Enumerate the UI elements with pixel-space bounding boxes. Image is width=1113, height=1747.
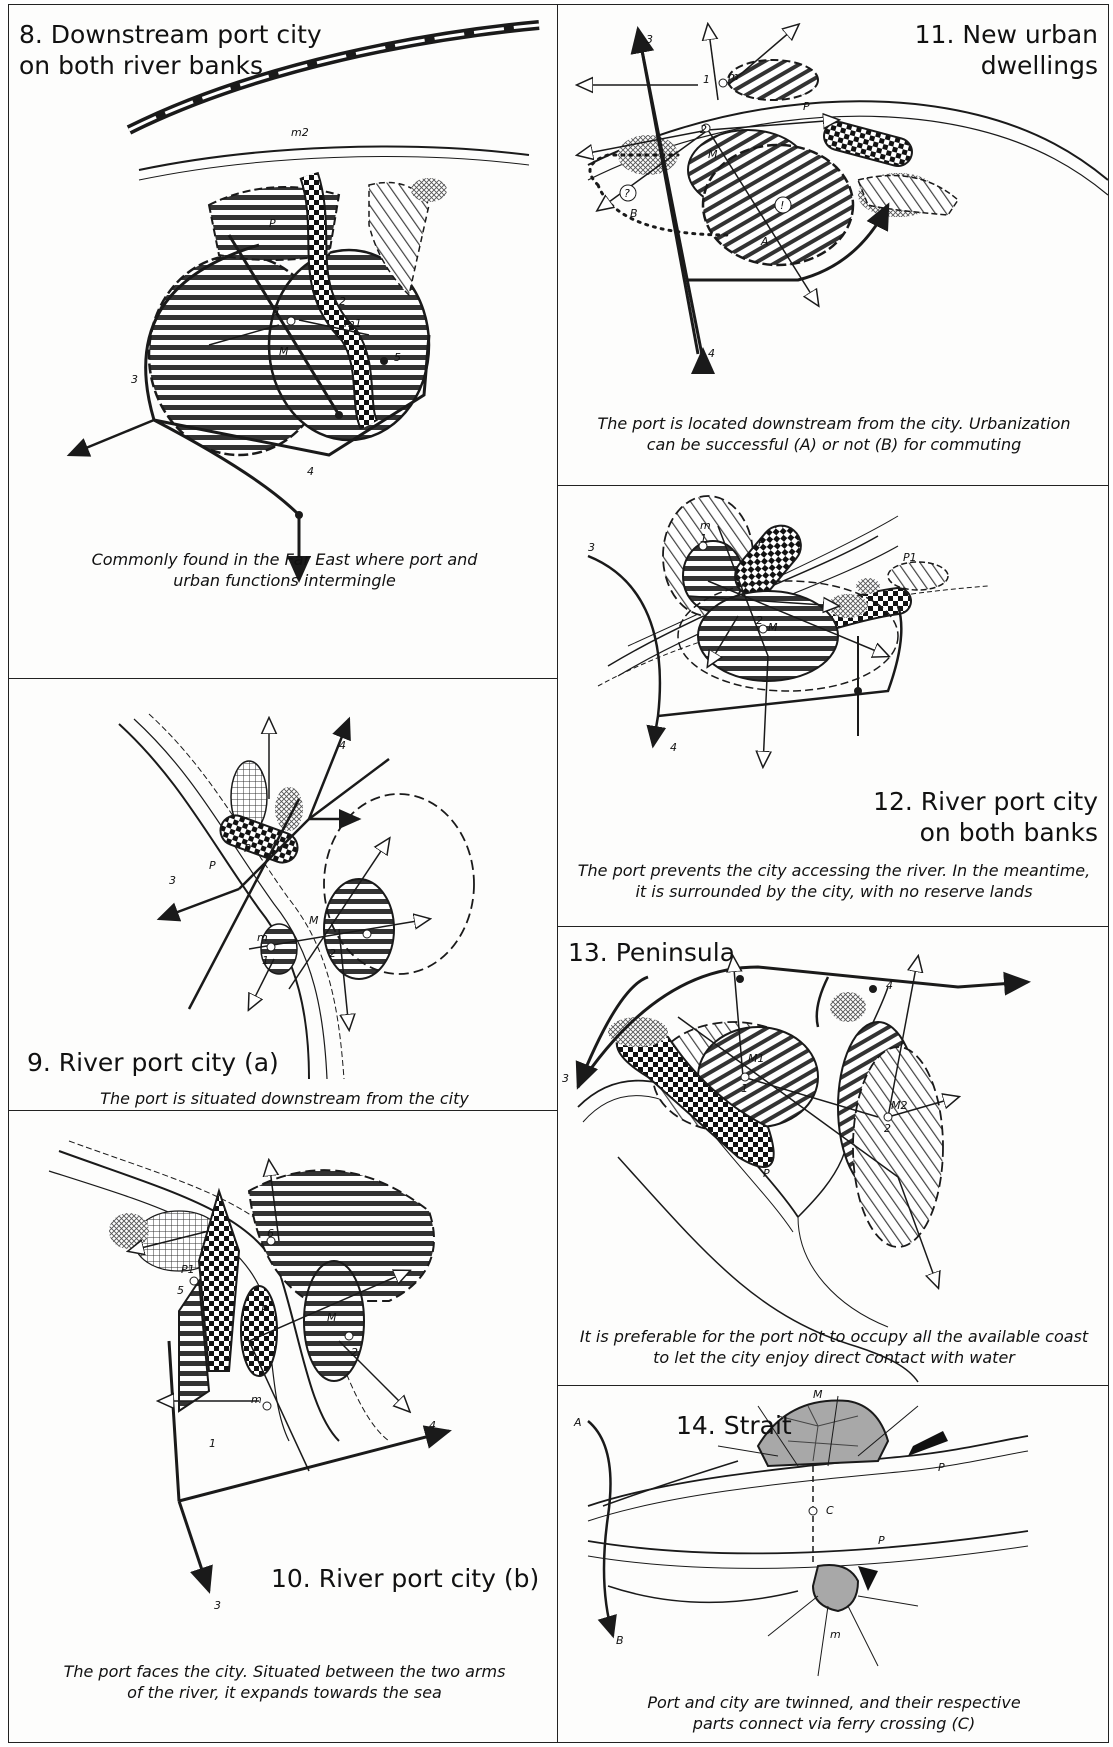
panel-title: 9. River port city (a) <box>27 1047 279 1078</box>
label-6: 6 <box>267 1227 274 1240</box>
label-question: ? <box>624 187 630 200</box>
label-m: M <box>309 914 319 927</box>
label-c: C <box>826 1504 834 1517</box>
label-b: B <box>616 1634 624 1647</box>
label-2: 2 <box>884 1122 891 1135</box>
label-2: 2 <box>339 295 346 308</box>
label-4: 4 <box>670 741 677 754</box>
panel-12-river-port-city-both-banks: 3 m 1 P P1 2 M 4 12. River port city on … <box>557 485 1109 928</box>
panel-caption: Port and city are twinned, and their res… <box>558 1692 1109 1734</box>
label-p: P <box>269 217 276 230</box>
label-p-port: P <box>244 842 251 855</box>
label-1: 1 <box>741 1082 748 1095</box>
label-p: P <box>758 536 765 549</box>
label-m: M <box>708 148 718 161</box>
label-1: 1 <box>700 532 707 545</box>
label-2: 2 <box>329 947 336 960</box>
panel-11-new-urban-dwellings: 11. New urban dwellings 3 1 m P 2 M ? <box>557 4 1109 488</box>
diagram-13: 3 4 M1 1 M2 2 P <box>558 927 1109 1387</box>
label-b: B <box>630 207 638 220</box>
label-1: 1 <box>274 305 281 318</box>
label-4: 4 <box>708 347 715 360</box>
diagram-10: P1 P M m 1 2 3 4 5 6 <box>9 1111 559 1743</box>
panel-caption: The port is located downstream from the … <box>558 413 1109 455</box>
label-1: 1 <box>703 73 710 86</box>
label-m-small: m <box>251 1393 262 1406</box>
panel-title: 12. River port city on both banks <box>873 786 1098 848</box>
panel-caption: The port prevents the city accessing the… <box>558 860 1109 902</box>
label-m: M <box>813 1388 823 1401</box>
panel-title: 10. River port city (b) <box>271 1563 539 1594</box>
label-2: 2 <box>351 1346 358 1359</box>
label-p: P <box>803 100 810 113</box>
label-m2: M2 <box>891 1099 908 1112</box>
label-m: M <box>768 621 778 634</box>
label-1: 1 <box>209 1437 216 1450</box>
label-m-small: m <box>700 519 711 532</box>
diagram-14: A M P C P m B <box>558 1386 1109 1743</box>
label-5: 5 <box>394 351 401 364</box>
label-3: 3 <box>562 1072 569 1085</box>
label-5: 5 <box>177 1284 184 1297</box>
label-a: A <box>573 1416 582 1429</box>
label-p1: P1 <box>181 1263 195 1276</box>
label-3: 3 <box>646 33 653 46</box>
panel-9-river-port-city-a: P P M m 1 2 3 4 9. River port city (a) T… <box>8 678 559 1112</box>
panel-14-strait: A M P C P m B 14. Strait Port and city a… <box>557 1385 1109 1743</box>
label-3: 3 <box>588 541 595 554</box>
label-4: 4 <box>339 739 346 752</box>
label-3: 3 <box>169 874 176 887</box>
label-4: 4 <box>886 979 893 992</box>
panel-13-peninsula: 13. Peninsula 3 4 M1 1 M2 2 P It is pref… <box>557 926 1109 1387</box>
label-p-north: P <box>938 1461 945 1474</box>
panel-caption: The port is situated downstream from the… <box>9 1088 559 1109</box>
label-exclamation: ! <box>780 199 784 212</box>
label-m: M <box>327 1311 337 1324</box>
label-1: 1 <box>262 954 269 967</box>
label-4: 4 <box>307 465 314 478</box>
label-m1: m1 <box>344 317 362 330</box>
panel-10-river-port-city-b: P1 P M m 1 2 3 4 5 6 10. River port city… <box>8 1110 559 1743</box>
label-4: 4 <box>429 1419 436 1432</box>
label-p: P <box>763 1167 770 1180</box>
label-m-small: m <box>830 1628 841 1641</box>
label-2: 2 <box>756 614 763 627</box>
label-3: 3 <box>131 373 138 386</box>
label-m-small: m <box>728 70 739 83</box>
label-m-small: m <box>257 931 268 944</box>
panel-caption: The port faces the city. Situated betwee… <box>9 1661 559 1703</box>
panel-title: 14. Strait <box>676 1410 792 1441</box>
label-2: 2 <box>700 123 707 136</box>
label-m2: m2 <box>291 126 309 139</box>
panel-caption: Commonly found in the Far East where por… <box>9 549 559 591</box>
panel-8-downstream-port-city: 8. Downstream port city on both river ba… <box>8 4 559 680</box>
label-m1: M1 <box>748 1052 765 1065</box>
label-3: 3 <box>214 1599 221 1612</box>
panel-caption: It is preferable for the port not to occ… <box>558 1326 1109 1368</box>
label-p1: P1 <box>903 551 917 564</box>
label-a: A <box>760 235 769 248</box>
label-p: P <box>261 1303 268 1316</box>
label-m: M <box>279 345 289 358</box>
label-p-south: P <box>878 1534 885 1547</box>
label-p-river: P <box>209 859 216 872</box>
